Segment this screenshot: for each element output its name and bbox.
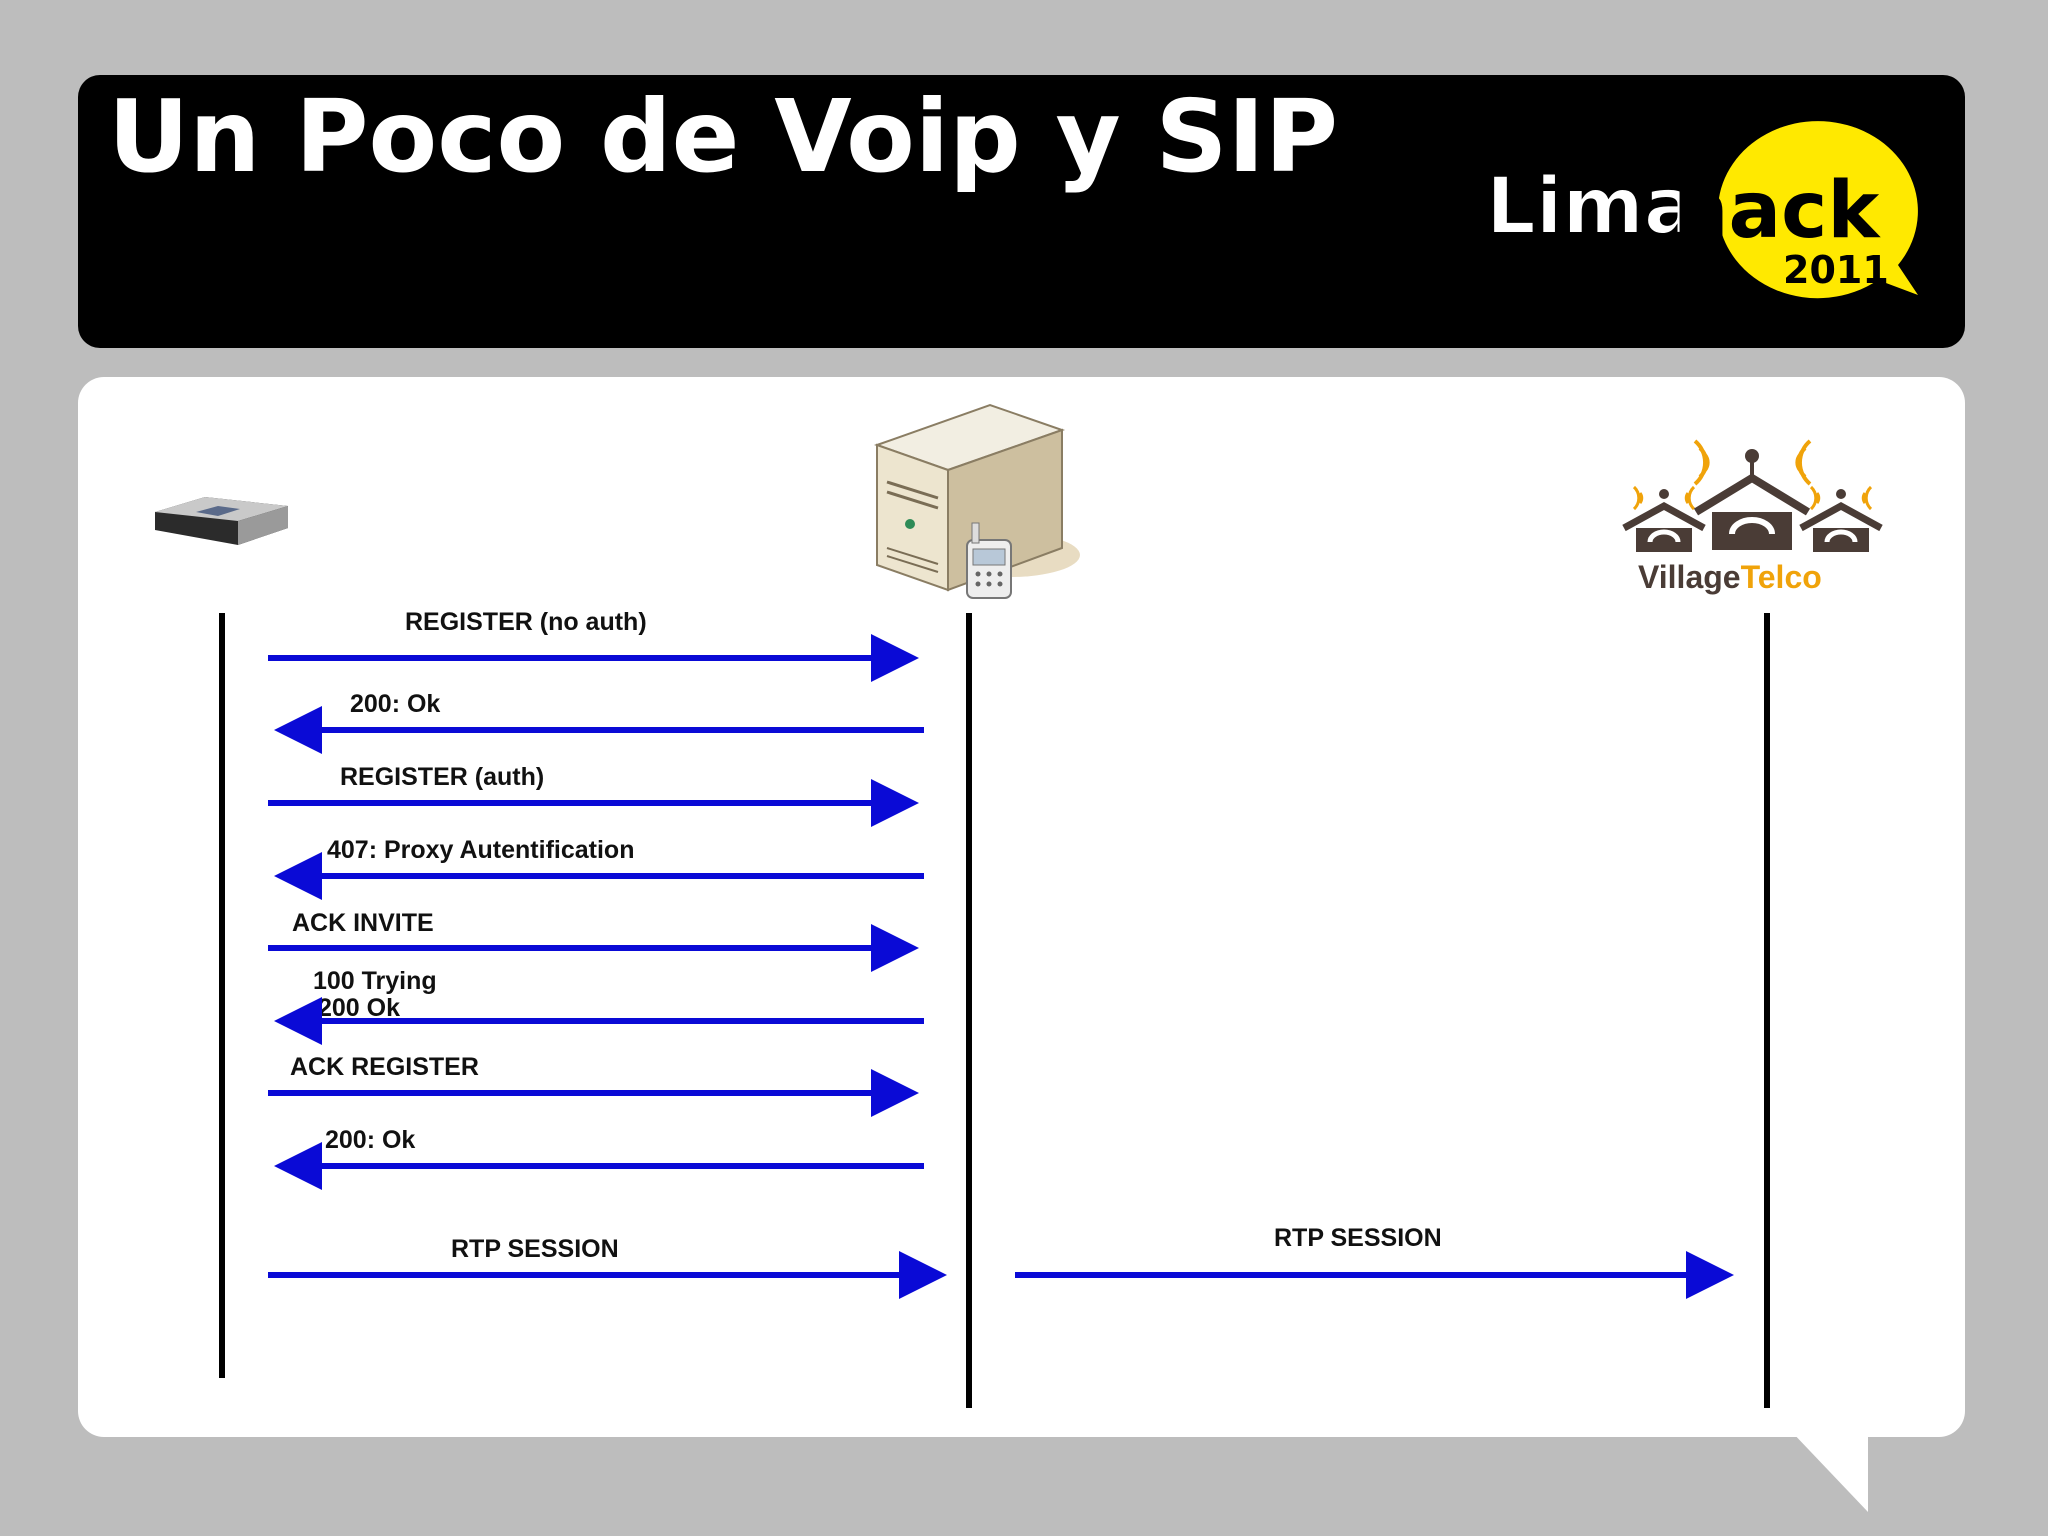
logo-word-lima: Lima	[1486, 162, 1696, 252]
message-ack-invite: ACK INVITE	[268, 909, 919, 972]
message-200-ok-final: 200: Ok	[274, 1126, 924, 1190]
logo-year: 2011	[1783, 248, 1889, 292]
message-label: REGISTER (auth)	[340, 763, 544, 791]
message-label: ACK REGISTER	[290, 1053, 479, 1081]
title-banner: Un Poco de Voip y SIP Lima hack 2011	[78, 75, 1965, 348]
message-ack-register: ACK REGISTER	[268, 1053, 919, 1117]
server-with-phone-icon	[873, 403, 1080, 599]
message-label: RTP SESSION	[1274, 1224, 1442, 1252]
message-label: 200: Ok	[325, 1126, 415, 1154]
brand-village: Village	[1638, 559, 1741, 595]
slide-title: Un Poco de Voip y SIP	[108, 78, 1339, 195]
logo-speech-bubble	[1717, 121, 1918, 299]
message-register-no-auth: REGISTER (no auth)	[268, 608, 919, 682]
message-407-proxy-auth: 407: Proxy Autentification	[274, 836, 924, 900]
limahack-logo: Lima hack 2011	[1485, 121, 1918, 299]
message-label: REGISTER (no auth)	[405, 608, 647, 636]
village-telco-wordmark: VillageTelco	[1638, 559, 1822, 595]
message-rtp-session-1: RTP SESSION	[268, 1235, 947, 1299]
logo-word-hack: hack	[1673, 166, 1881, 256]
message-200-ok: 200: Ok	[274, 690, 924, 754]
voip-adapter-icon	[155, 497, 288, 545]
message-100-trying-200-ok: 100 Trying 200 Ok	[274, 967, 924, 1045]
message-register-auth: REGISTER (auth)	[268, 763, 919, 827]
message-label-secondary: 200 Ok	[318, 994, 400, 1022]
brand-telco: Telco	[1741, 559, 1822, 595]
message-label: RTP SESSION	[451, 1235, 619, 1263]
message-label: 100 Trying	[313, 967, 437, 995]
message-label: 407: Proxy Autentification	[327, 836, 634, 864]
message-label: 200: Ok	[350, 690, 440, 718]
message-rtp-session-2: RTP SESSION	[1015, 1224, 1734, 1299]
village-telco-logo: VillageTelco	[1622, 439, 1883, 595]
message-label: ACK INVITE	[292, 909, 434, 937]
